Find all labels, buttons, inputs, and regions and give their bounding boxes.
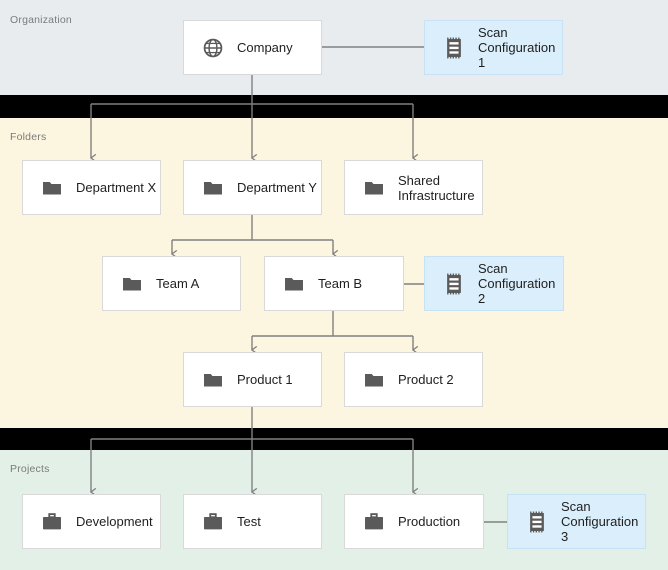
scan-icon	[447, 273, 461, 294]
node-product-1[interactable]: Product 1	[183, 352, 322, 407]
node-label: Production	[398, 514, 461, 529]
folder-icon	[43, 181, 61, 195]
scan-icon	[530, 511, 544, 532]
node-label: Team B	[318, 276, 363, 291]
node-scan-configuration-2[interactable]: Scan Configuration 2	[424, 256, 564, 311]
node-production[interactable]: Production	[344, 494, 484, 549]
node-label: Development	[76, 514, 153, 529]
folder-icon	[365, 373, 383, 387]
node-development[interactable]: Development	[22, 494, 161, 549]
node-scan-configuration-3[interactable]: Scan Configuration 3	[507, 494, 646, 549]
globe-icon	[203, 38, 223, 57]
band-label-projects: Projects	[10, 463, 50, 475]
scan-icon	[447, 37, 461, 58]
band-organization	[0, 0, 668, 95]
briefcase-icon	[43, 512, 61, 529]
node-label: Scan Configuration 2	[478, 261, 556, 306]
band-separator-1	[0, 95, 668, 118]
node-department-y[interactable]: Department Y	[183, 160, 322, 215]
node-label: Scan Configuration 1	[478, 25, 556, 70]
node-label: Scan Configuration 3	[561, 499, 639, 544]
node-label: Shared Infrastructure	[398, 172, 475, 203]
node-company[interactable]: Company	[183, 20, 322, 75]
briefcase-icon	[365, 512, 383, 529]
node-department-x[interactable]: Department X	[22, 160, 161, 215]
node-label: Department Y	[237, 180, 317, 195]
node-label: Team A	[156, 276, 200, 291]
band-separator-2	[0, 428, 668, 450]
folder-icon	[204, 373, 222, 387]
folder-icon	[365, 181, 383, 195]
folder-icon	[204, 181, 222, 195]
node-label: Product 2	[398, 372, 454, 387]
node-product-2[interactable]: Product 2	[344, 352, 483, 407]
node-label: Company	[237, 40, 293, 55]
node-shared-infrastructure[interactable]: Shared Infrastructure	[344, 160, 483, 215]
node-team-b[interactable]: Team B	[264, 256, 404, 311]
briefcase-icon	[204, 512, 222, 529]
node-test[interactable]: Test	[183, 494, 322, 549]
node-scan-configuration-1[interactable]: Scan Configuration 1	[424, 20, 563, 75]
band-label-folders: Folders	[10, 131, 47, 143]
node-label: Product 1	[237, 372, 293, 387]
node-team-a[interactable]: Team A	[102, 256, 241, 311]
folder-icon	[123, 277, 141, 291]
node-label: Department X	[76, 180, 157, 195]
node-label: Test	[237, 514, 261, 529]
band-label-organization: Organization	[10, 14, 72, 26]
folder-icon	[285, 277, 303, 291]
